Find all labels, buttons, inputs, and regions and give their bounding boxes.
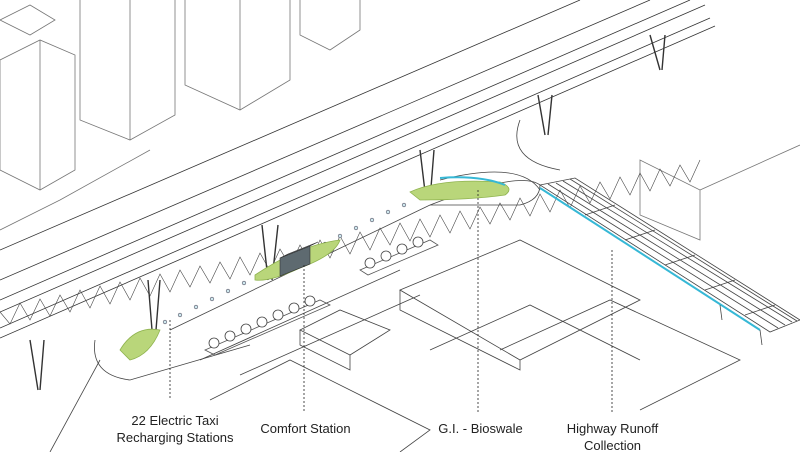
label-comfort-line1: Comfort Station xyxy=(260,421,351,436)
label-runoff-collection: Highway Runoff Collection xyxy=(555,420,670,454)
label-taxi-charging: 22 Electric Taxi Recharging Stations xyxy=(110,412,240,446)
label-runoff-line1: Highway Runoff xyxy=(566,421,659,436)
label-taxi-line2: Recharging Stations xyxy=(116,430,234,445)
label-runoff-line2: Collection xyxy=(583,438,642,453)
water-features xyxy=(439,176,761,331)
taxi-planting xyxy=(119,328,161,361)
bioswale-water xyxy=(439,176,506,186)
label-taxi-line1: 22 Electric Taxi xyxy=(131,413,219,428)
foreground-buildings xyxy=(209,239,741,452)
label-bioswale: G.I. - Bioswale xyxy=(423,420,538,437)
elevated-highway xyxy=(0,0,716,339)
highway-columns xyxy=(29,34,666,391)
planting-areas xyxy=(119,180,510,361)
runoff-grating xyxy=(538,177,800,346)
leader-lines xyxy=(169,190,613,412)
runoff-channel xyxy=(539,187,761,331)
label-bioswale-line1: G.I. - Bioswale xyxy=(438,421,523,436)
roadways xyxy=(49,119,561,452)
label-comfort-station: Comfort Station xyxy=(248,420,363,437)
comfort-station-building xyxy=(279,241,319,277)
highway-truss xyxy=(0,159,701,325)
bioswale-planting xyxy=(409,180,510,201)
background-buildings xyxy=(0,0,800,241)
trees xyxy=(208,236,424,349)
